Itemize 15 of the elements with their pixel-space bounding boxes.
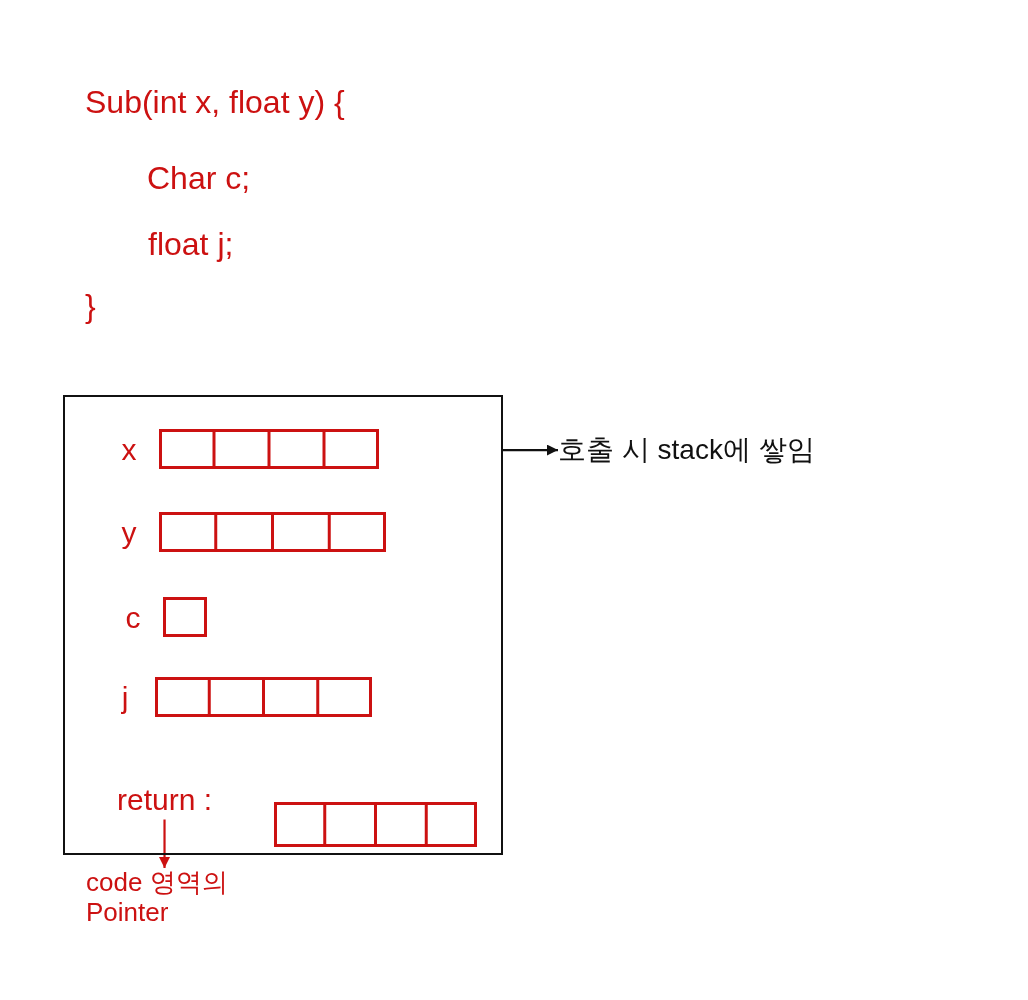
variable-label: x xyxy=(120,432,138,466)
variable-label: c xyxy=(124,600,142,634)
code-line: } xyxy=(85,288,96,325)
code-line: float j; xyxy=(148,226,234,263)
code-line: Sub(int x, float y) { xyxy=(85,84,345,121)
stack-frame xyxy=(63,395,503,855)
code-line: Char c; xyxy=(147,160,251,197)
return-label: return : xyxy=(117,783,213,818)
pointer-note: code 영역의 Pointer xyxy=(86,868,261,928)
arrow xyxy=(503,444,558,456)
variable-label: j xyxy=(120,680,130,714)
annotation-text: 호출 시 stack에 쌓임 xyxy=(558,434,815,467)
arrow xyxy=(159,819,170,868)
variable-label: y xyxy=(120,515,138,549)
memory-cells xyxy=(274,802,477,847)
